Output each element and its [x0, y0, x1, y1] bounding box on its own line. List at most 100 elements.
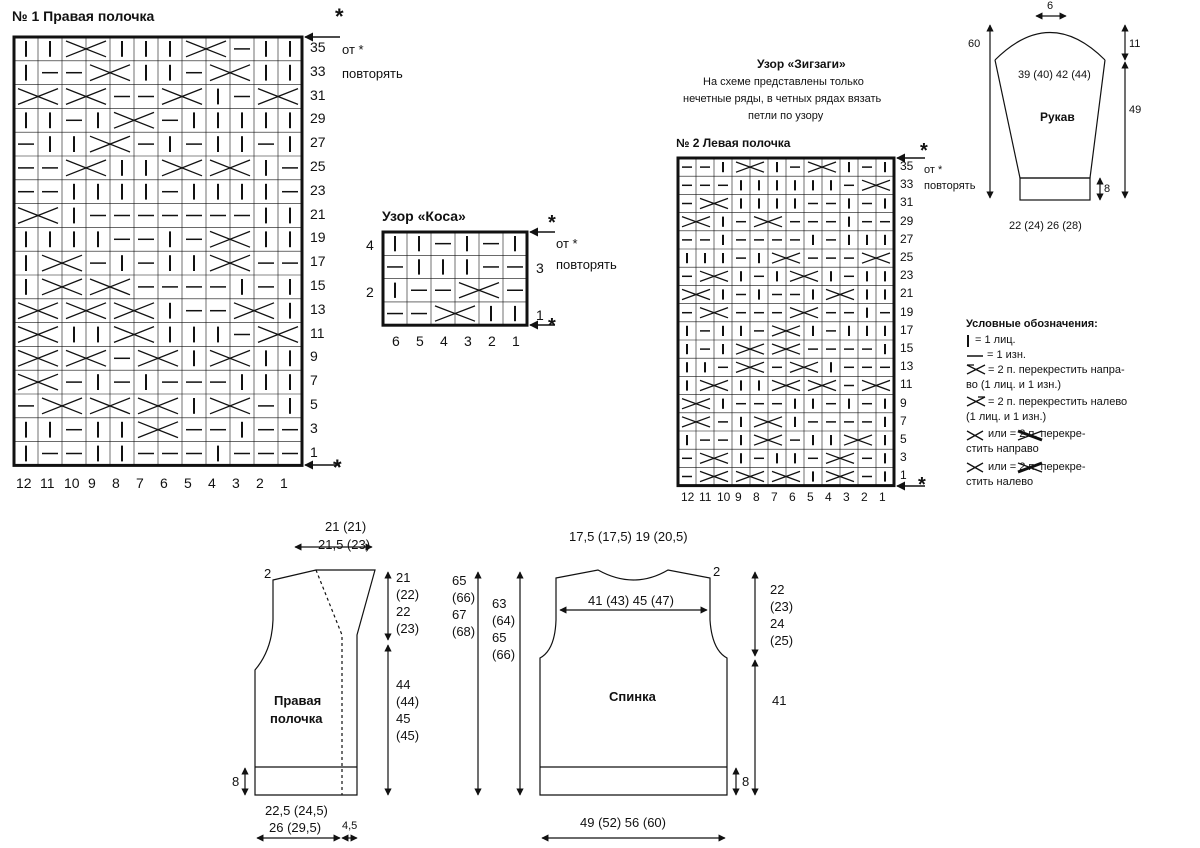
- cross-stitch: [137, 397, 179, 415]
- cross-stitch: [771, 343, 801, 355]
- cross-stitch: [771, 470, 801, 483]
- front-label-2: полочка: [270, 711, 323, 726]
- back-bottom: 49 (52) 56 (60): [580, 815, 666, 830]
- cross-stitch: [113, 302, 155, 320]
- cross-stitch: [17, 302, 59, 320]
- chart2-asterisk-bottom: *: [918, 474, 926, 496]
- row-number: 31: [310, 86, 326, 103]
- sleeve-width: 39 (40) 42 (44): [1018, 69, 1091, 81]
- legend-item: стить направо: [966, 443, 1039, 455]
- back-total-size: (66): [492, 647, 516, 662]
- cross-stitch: [681, 288, 711, 301]
- cross-stitch: [17, 87, 59, 106]
- row-number: 23: [310, 181, 326, 198]
- chart2-repeat-note-1: от *: [924, 164, 943, 176]
- front-armhole-size: 21: [396, 570, 411, 585]
- front-side-size: (45): [396, 728, 420, 743]
- kosa-repeat-note-1: от *: [556, 236, 578, 251]
- col-number: 8: [753, 490, 760, 504]
- front-bottom2: 26 (29,5): [269, 820, 322, 835]
- chart2-asterisk-top: *: [920, 140, 928, 162]
- cross-stitch: [699, 270, 729, 283]
- row-number: 1: [310, 443, 318, 460]
- col-number: 1: [280, 475, 288, 491]
- cross-stitch: [89, 278, 131, 296]
- front-armhole-size: (22): [396, 587, 420, 602]
- back-total-size: 65: [492, 630, 507, 645]
- legend-item: = 1 лиц.: [975, 334, 1016, 346]
- col-number: 9: [735, 490, 742, 504]
- legend-item: = 1 изн.: [987, 349, 1026, 361]
- back-width: 41 (43) 45 (47): [588, 593, 674, 608]
- row-number: 4: [366, 237, 374, 253]
- col-number: 1: [512, 333, 520, 349]
- col-number: 12: [681, 490, 695, 504]
- col-number: 9: [88, 475, 96, 491]
- row-number: 1: [536, 307, 544, 323]
- front-corner: 2: [264, 566, 272, 581]
- cross-stitch: [735, 361, 765, 374]
- cross-stitch: [699, 379, 729, 392]
- front-total-size: (68): [452, 624, 476, 639]
- row-number: 13: [310, 300, 326, 317]
- cross-stitch: [41, 397, 83, 415]
- chart2-grid: [676, 156, 896, 488]
- back-armhole-size: 24: [770, 616, 785, 631]
- front-band: 4,5: [342, 820, 358, 832]
- front-total-size: 65: [452, 573, 467, 588]
- col-number: 3: [843, 490, 850, 504]
- chart1-grid: [12, 35, 304, 467]
- cross-stitch: [65, 40, 107, 58]
- col-number: 4: [440, 333, 448, 349]
- row-number: 7: [900, 413, 907, 428]
- chart1-repeat-note-1: от *: [342, 42, 364, 57]
- front-side-size: 45: [396, 711, 411, 726]
- legend-item: во (1 лиц. и 1 изн.): [966, 379, 1062, 391]
- cross-stitch: [233, 302, 275, 320]
- cross-stitch: [137, 349, 179, 367]
- row-number: 7: [310, 372, 318, 389]
- zigzag-title: Узор «Зигзаги»: [757, 57, 846, 71]
- kosa-title: Узор «Коса»: [382, 208, 466, 224]
- cross-stitch: [17, 373, 59, 391]
- row-number: 17: [900, 322, 914, 337]
- cross-stitch: [458, 281, 500, 299]
- cross-stitch: [843, 434, 873, 446]
- cross-stitch: [17, 206, 59, 225]
- back-schematic: [516, 569, 759, 842]
- zigzag-line-1: На схеме представлены только: [703, 76, 864, 88]
- legend-item: = 2 п. перекрестить напра-: [988, 364, 1125, 376]
- row-number: 13: [900, 359, 914, 374]
- cross-stitch: [771, 379, 801, 392]
- cross-stitch: [209, 254, 251, 272]
- col-number: 6: [392, 333, 400, 349]
- cross-stitch: [161, 87, 203, 106]
- col-number: 8: [112, 475, 120, 491]
- cross-stitch: [65, 87, 107, 106]
- sleeve-cap-height: 11: [1129, 38, 1141, 50]
- col-number: 10: [717, 490, 731, 504]
- row-number: 21: [310, 205, 326, 222]
- col-number: 2: [256, 475, 264, 491]
- row-number: 35: [310, 39, 326, 55]
- row-number: 9: [310, 348, 318, 365]
- col-number: 10: [64, 475, 80, 491]
- chart2-title: № 2 Левая полочка: [676, 136, 791, 150]
- cross-stitch: [17, 325, 59, 344]
- cross-stitch: [209, 159, 251, 177]
- zigzag-line-2: нечетные ряды, в четных рядах вязать: [683, 93, 882, 105]
- front-armhole-size: (23): [396, 621, 420, 636]
- legend-item: (1 лиц. и 1 изн.): [966, 411, 1047, 423]
- row-number: 3: [900, 450, 907, 465]
- row-number: 23: [900, 268, 914, 283]
- back-side: 41: [772, 693, 787, 708]
- kosa-asterisk-top: *: [548, 212, 556, 234]
- chart1-title: № 1 Правая полочка: [12, 8, 155, 24]
- back-rib: 8: [742, 774, 750, 789]
- sleeve-cuff-width: 22 (24) 26 (28): [1009, 220, 1082, 232]
- cross-stitch: [65, 349, 107, 367]
- row-number: 11: [900, 377, 913, 392]
- row-number: 33: [900, 177, 914, 192]
- cross-stitch: [209, 230, 251, 248]
